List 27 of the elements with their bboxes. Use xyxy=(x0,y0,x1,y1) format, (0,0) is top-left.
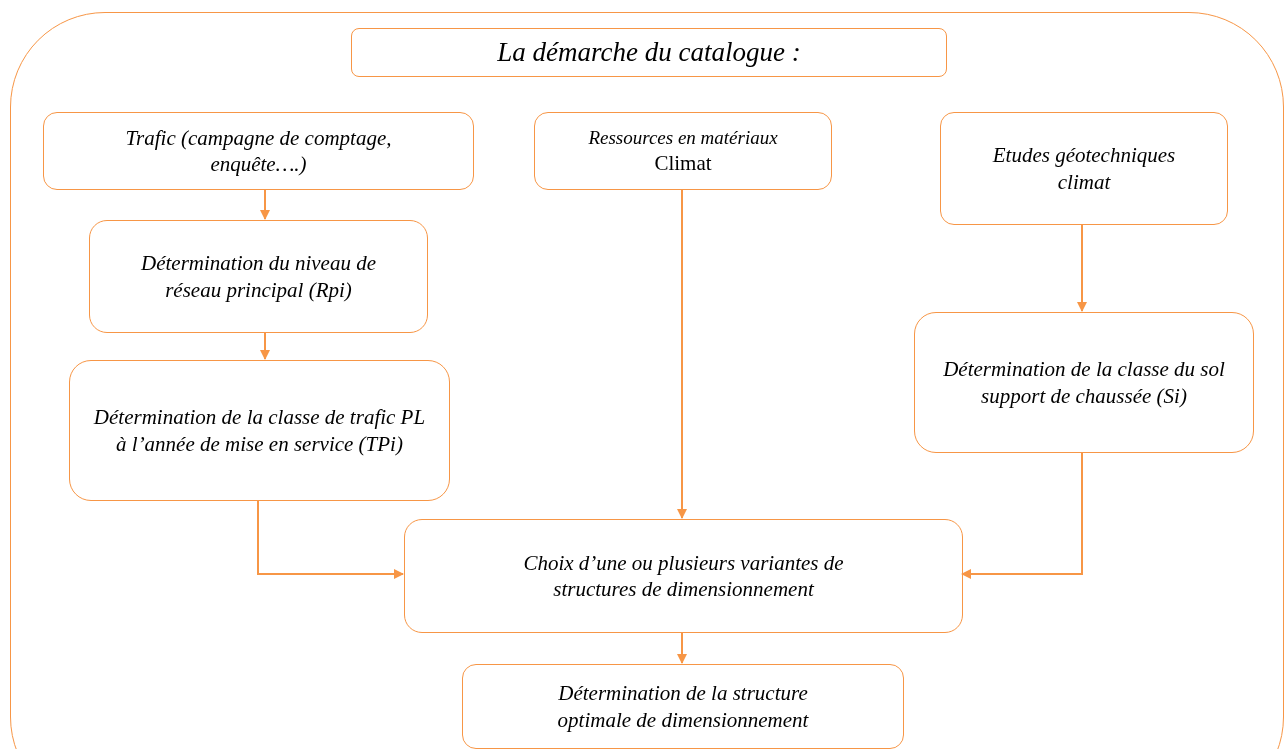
node-text: Détermination de la classe du sol support de chaussée (Si) xyxy=(942,356,1226,409)
process-box xyxy=(43,112,474,190)
node-text: Détermination de la classe de trafic PL à l’année de mise en service (TPi) xyxy=(92,404,427,457)
process-box xyxy=(462,664,904,749)
node-text: La démarche du catalogue : xyxy=(497,35,801,69)
arrow xyxy=(677,188,687,519)
arrow xyxy=(677,631,687,664)
node-text: Détermination du niveau de réseau principal (Rpi) xyxy=(140,250,377,303)
arrow xyxy=(260,331,270,360)
arrow xyxy=(260,188,270,220)
node-text: Détermination de la structure optimale de dimensionnement xyxy=(556,680,810,733)
process-box xyxy=(404,519,963,633)
arrow xyxy=(961,451,1083,579)
title-box xyxy=(351,28,947,77)
process-box xyxy=(534,112,832,190)
node-text: Etudes géotechniques climat xyxy=(991,142,1177,195)
process-box xyxy=(940,112,1228,225)
node-text: Trafic (campagne de comptage, enquête….) xyxy=(124,124,393,178)
process-box xyxy=(69,360,450,501)
process-box xyxy=(914,312,1254,453)
node-text: Climat xyxy=(654,149,712,176)
frame-background xyxy=(10,12,1284,749)
arrow xyxy=(257,499,404,579)
node-text: Ressources en matériaux xyxy=(588,126,778,150)
node-text: Choix d’une ou plusieurs variantes de structures de dimensionnement xyxy=(522,549,845,603)
process-box xyxy=(89,220,428,333)
arrow xyxy=(1077,223,1087,312)
